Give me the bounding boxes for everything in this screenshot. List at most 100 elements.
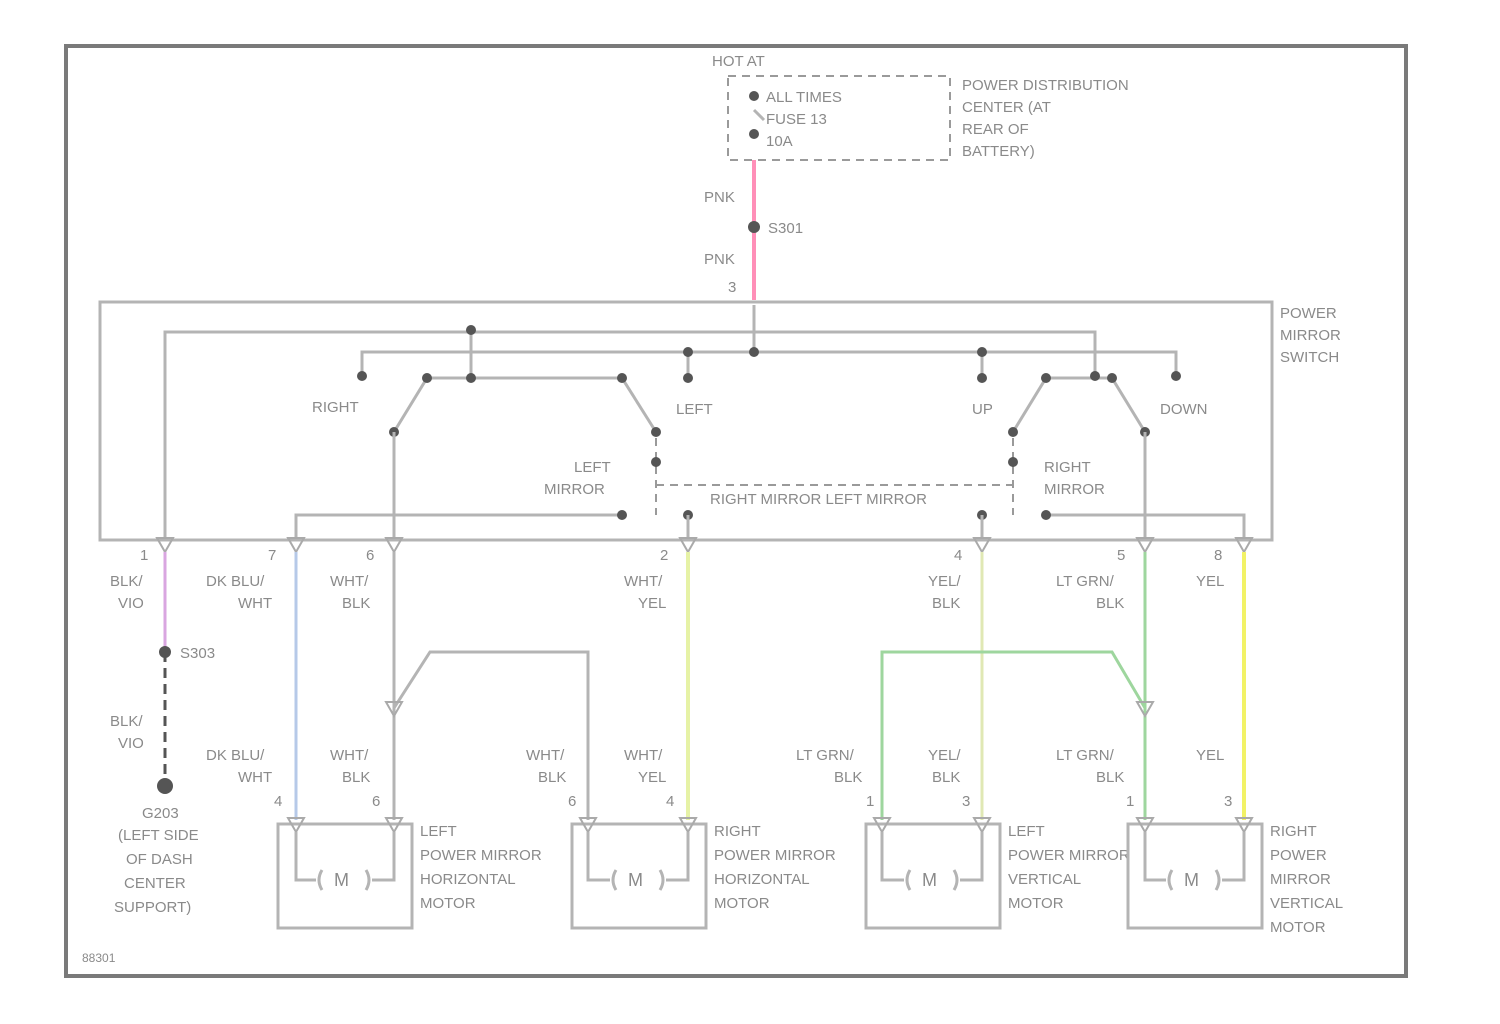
left-blade (622, 378, 656, 432)
motor-label: LEFT (420, 823, 457, 840)
pin-number: 8 (1214, 547, 1222, 564)
motor-label: VERTICAL (1270, 895, 1343, 912)
motor-label: MOTOR (714, 895, 770, 912)
motor-pin-number: 1 (866, 793, 874, 810)
switch-right-label: RIGHT (312, 399, 359, 416)
wire-label: VIO (118, 595, 144, 612)
pdc-label-1: POWER DISTRIBUTION (962, 77, 1129, 94)
figure-id: 88301 (82, 951, 116, 965)
wht-blk-jumper (394, 652, 588, 820)
motor-wire-label: LT GRN/ (796, 747, 855, 764)
contact-dot (651, 457, 661, 467)
wire-label: YEL (638, 595, 666, 612)
wire-label: BLK/ (110, 573, 143, 590)
motor-wire-label: WHT (238, 769, 272, 786)
splice-s301 (748, 221, 760, 233)
contact-dot (1008, 457, 1018, 467)
switch-feed-pin: 3 (728, 279, 736, 296)
motor-symbol: M (628, 870, 643, 890)
motor-label: MOTOR (1270, 919, 1326, 936)
motor-pin-number: 4 (274, 793, 282, 810)
right-vertical-motor: M (1128, 818, 1262, 928)
left-mirror-label-1: LEFT (574, 459, 611, 476)
contact-dot (617, 510, 627, 520)
pnk-label-upper: PNK (704, 189, 735, 206)
contact-dot (1008, 427, 1018, 437)
motor-wire-label: YEL (638, 769, 666, 786)
contact-dot (683, 347, 693, 357)
motor-label: RIGHT (1270, 823, 1317, 840)
motor-wire-label: YEL (1196, 747, 1224, 764)
pin-number: 5 (1117, 547, 1125, 564)
selector-center-label: RIGHT MIRROR LEFT MIRROR (710, 491, 927, 508)
contact-dot (357, 371, 367, 381)
switch-name-3: SWITCH (1280, 349, 1339, 366)
pin-number: 4 (954, 547, 962, 564)
pin-number: 1 (140, 547, 148, 564)
wire-label: BLK (342, 595, 370, 612)
fuse-bottom-terminal (749, 129, 759, 139)
wire-label: YEL/ (928, 573, 961, 590)
pdc-label-2: CENTER (AT (962, 99, 1051, 116)
motor-label: POWER MIRROR (1008, 847, 1130, 864)
contact-dot (1041, 373, 1051, 383)
motor-pin-number: 6 (568, 793, 576, 810)
motor-label: MOTOR (420, 895, 476, 912)
hot-at-label: HOT AT (712, 53, 765, 70)
right-horizontal-motor: M (572, 818, 706, 928)
down-blade (1112, 378, 1145, 432)
selector-bus-left (296, 515, 622, 540)
right-mirror-label-1: RIGHT (1044, 459, 1091, 476)
contact-dot (617, 373, 627, 383)
motor-pin-number: 4 (666, 793, 674, 810)
ground-label-3: OF DASH (126, 851, 193, 868)
motor-label: POWER MIRROR (714, 847, 836, 864)
contact-dot (422, 373, 432, 383)
motor-wire-label: BLK (538, 769, 566, 786)
contact-dot (1090, 371, 1100, 381)
wire-label: WHT (238, 595, 272, 612)
motor-pin-number: 1 (1126, 793, 1134, 810)
left-vertical-motor: M (866, 818, 1000, 928)
switch-left-label: LEFT (676, 401, 713, 418)
motor-wire-label: DK BLU/ (206, 747, 265, 764)
pin-number: 7 (268, 547, 276, 564)
wire-label: LT GRN/ (1056, 573, 1115, 590)
motor-label: POWER MIRROR (420, 847, 542, 864)
right-mirror-label-2: MIRROR (1044, 481, 1105, 498)
switch-name-1: POWER (1280, 305, 1337, 322)
motor-pin-number: 3 (962, 793, 970, 810)
motor-label: HORIZONTAL (420, 871, 516, 888)
motor-label: RIGHT (714, 823, 761, 840)
wire-label: YEL (1196, 573, 1224, 590)
pnk-label-lower: PNK (704, 251, 735, 268)
fuse-amps: 10A (766, 133, 793, 150)
left-mirror-label-2: MIRROR (544, 481, 605, 498)
switch-up-label: UP (972, 401, 993, 418)
motor-wire-label: BLK (342, 769, 370, 786)
right-blade (394, 378, 427, 432)
left-horizontal-motor: M (278, 818, 412, 928)
wire-label: BLK (1096, 595, 1124, 612)
motor-label: MIRROR (1270, 871, 1331, 888)
wire-label: WHT/ (624, 573, 663, 590)
motor-wire-label: WHT/ (330, 747, 369, 764)
wire-label: WHT/ (330, 573, 369, 590)
motor-wire-label: BLK (932, 769, 960, 786)
contact-dot (651, 427, 661, 437)
motor-pin-number: 6 (372, 793, 380, 810)
motor-wire-label: WHT/ (526, 747, 565, 764)
lt-grn-blk-jumper (882, 652, 1145, 820)
motor-symbol: M (334, 870, 349, 890)
ground-bus (165, 332, 1095, 540)
motor-label: HORIZONTAL (714, 871, 810, 888)
motor-wire-label: YEL/ (928, 747, 961, 764)
motor-wire-label: BLK (1096, 769, 1124, 786)
up-blade (1013, 378, 1046, 432)
fuse-top-terminal (749, 91, 759, 101)
ground-g203 (157, 778, 173, 794)
contact-dot (977, 347, 987, 357)
contact-dot (749, 347, 759, 357)
contact-dot (1107, 373, 1117, 383)
